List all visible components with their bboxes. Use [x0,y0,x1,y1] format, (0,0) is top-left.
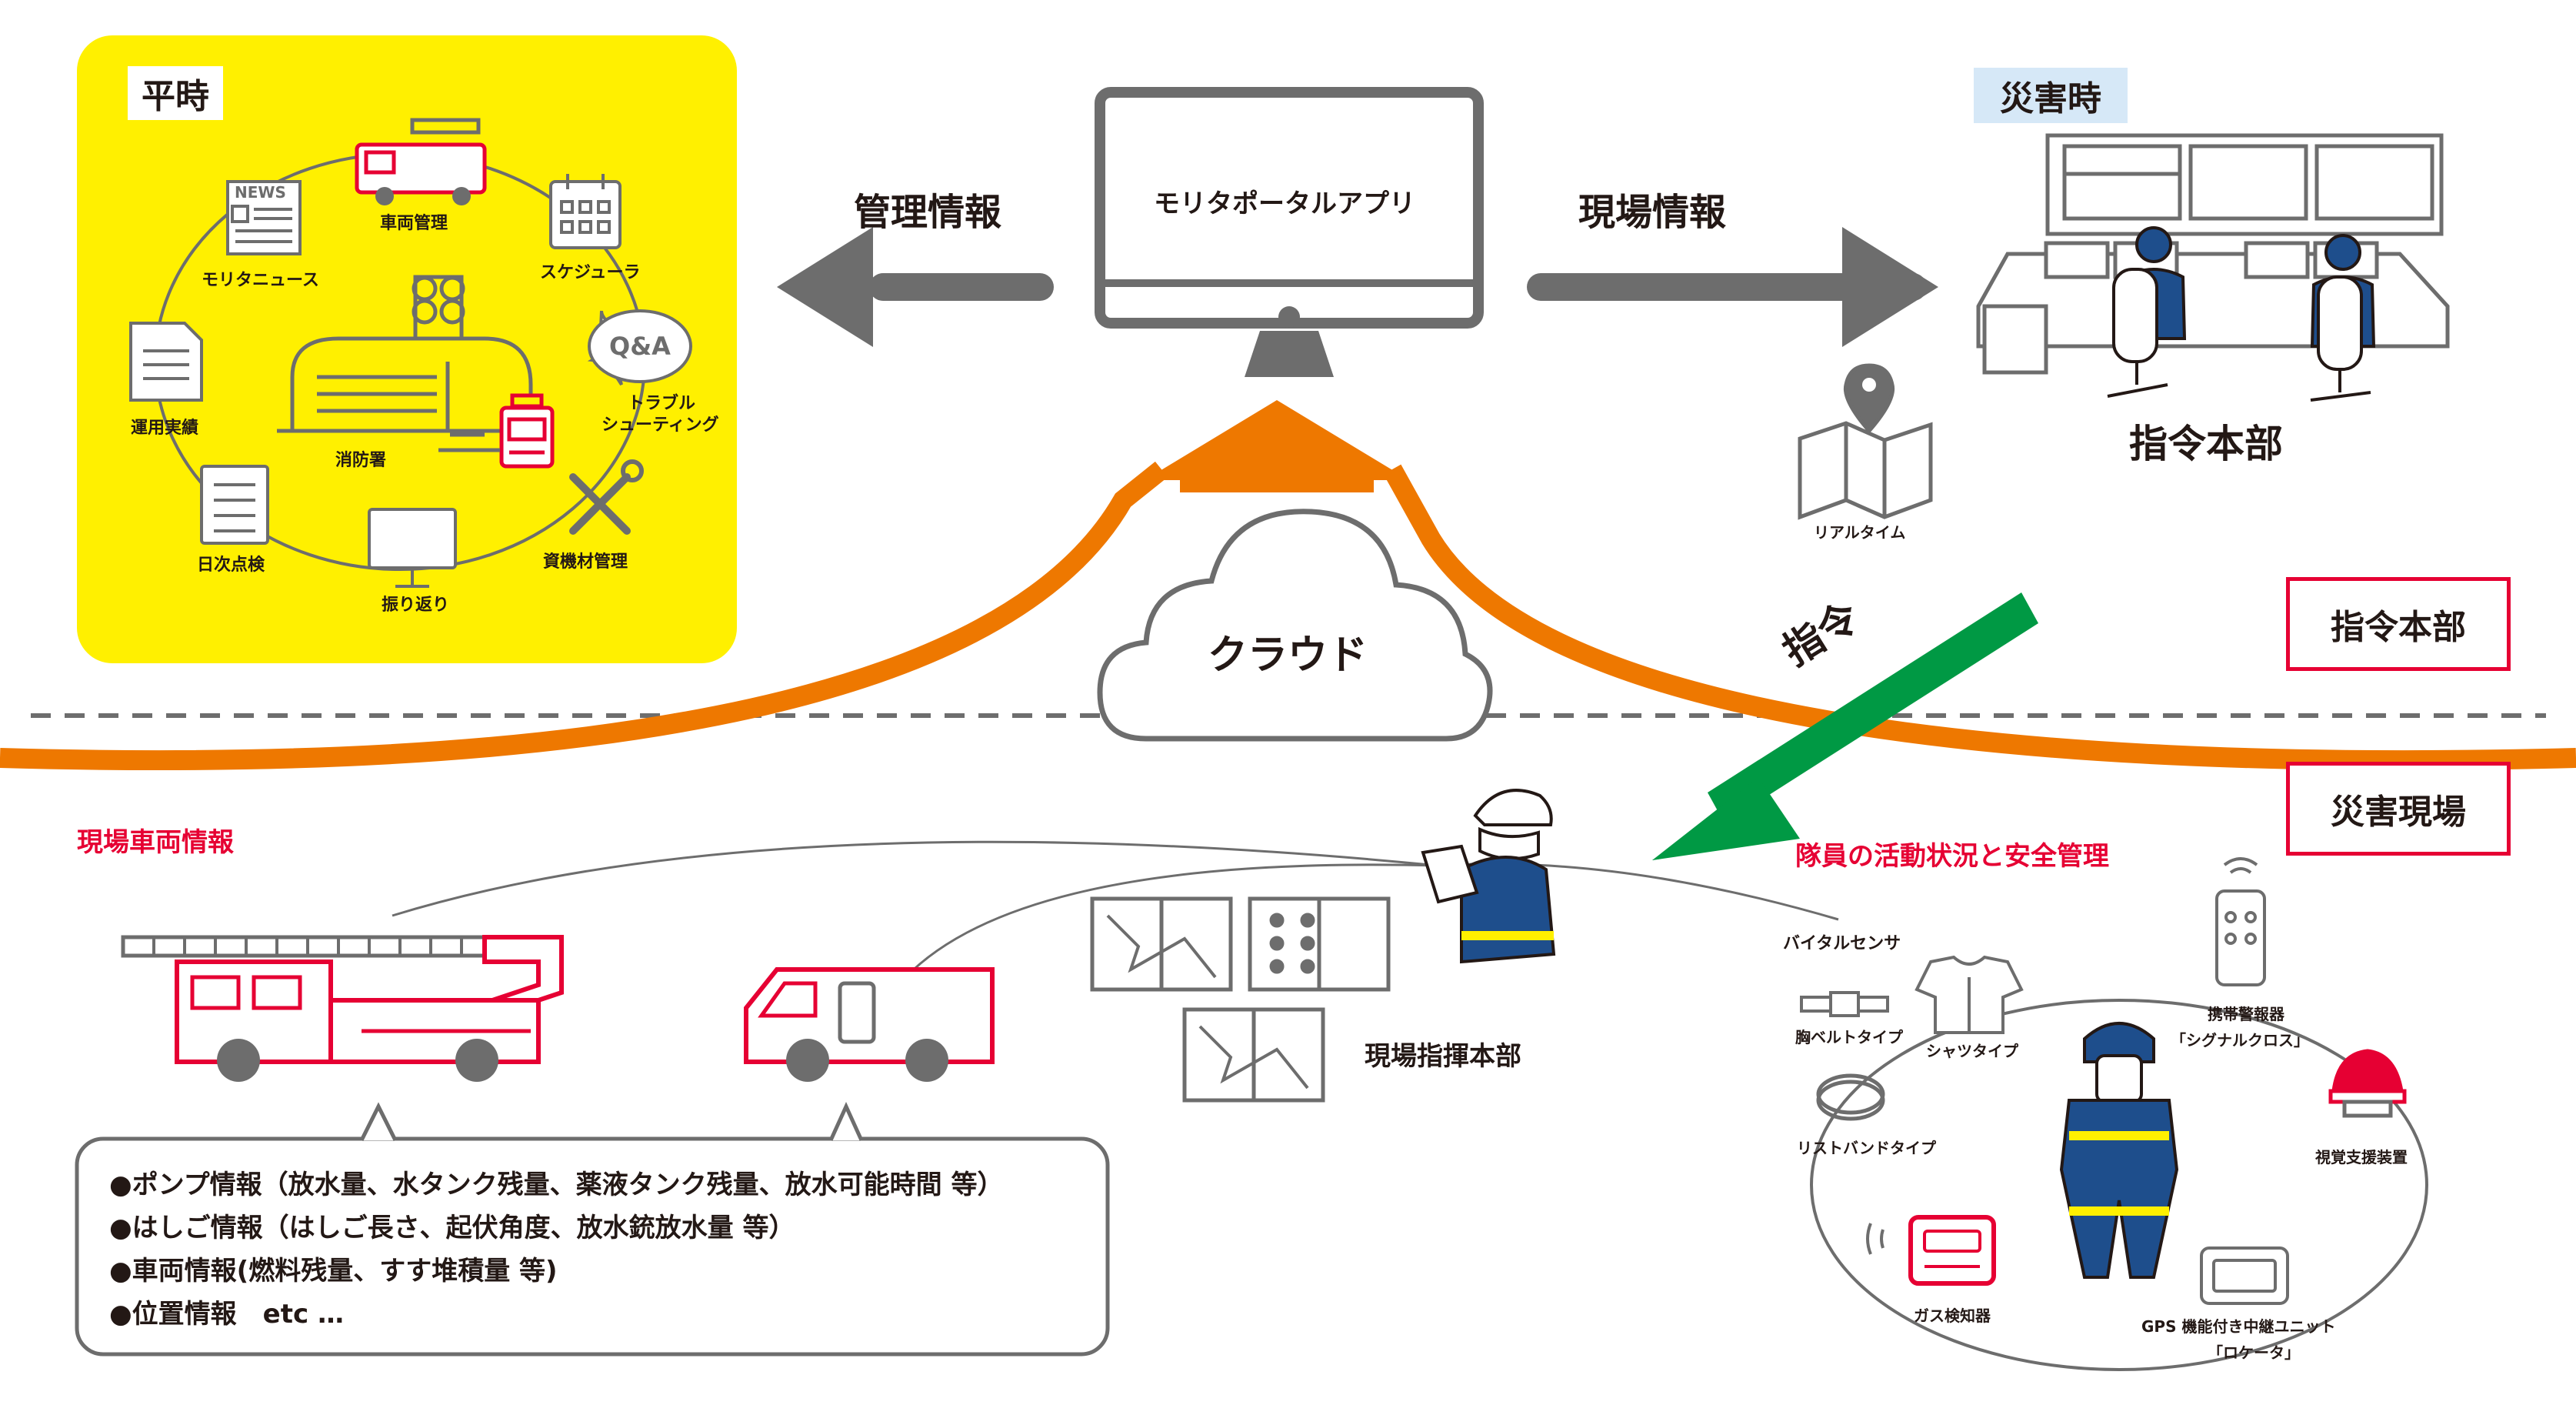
wristband-icon [1816,1073,1885,1121]
gas-detector-icon [1866,1215,1996,1286]
label-wristband: リストバンドタイプ [1797,1139,1936,1157]
normal-tag: 平時 [128,66,223,120]
news-doc-icon [226,180,302,255]
label-qa: Q&A [609,332,671,361]
label-gas: ガス検知器 [1914,1307,1991,1325]
label-shirt: シャツタイプ [1926,1042,2018,1060]
portal-monitor [1095,87,1484,377]
portal-app-name: モリタポータルアプリ [1154,189,1415,219]
label-fire-station: 消防署 [335,451,387,470]
shirt-icon [1915,955,2024,1034]
label-news-icon-text: NEWS [235,183,286,202]
orange-band-right [1383,464,2576,771]
member-title: 隊員の活動状況と安全管理 [1795,841,2109,872]
zone-hq-box: 指令本部 [2286,577,2511,671]
info-list: ●ポンプ情報（放水量、水タンク残量、薬液タンク残量、放水可能時間 等） ●はしご… [109,1163,1003,1336]
portable-alarm-icon [2215,857,2266,986]
label-daily-check: 日次点検 [197,556,265,575]
label-site-info: 現場情報 [1578,191,1727,234]
operator-right [2310,234,2376,402]
label-vital-sensor: バイタルセンサ [1783,934,1901,953]
label-realtime: リアルタイム [1814,523,1906,542]
label-management-info: 管理情報 [854,191,1002,234]
label-vehicle: 車両管理 [380,214,448,233]
label-review: 振り返り [382,596,450,615]
info-item-ladder: ●はしご情報（はしご長さ、起伏角度、放水銃放水量 等） [109,1213,795,1243]
label-troubleshoot-1: トラブル [628,394,696,413]
vehicle-info-title: 現場車両情報 [77,827,234,858]
ladder-truck-icon [121,935,564,1082]
review-monitor-icon [368,508,457,588]
fire-station-truck-icon [438,393,555,469]
label-news: モリタニュース [202,271,319,290]
member-safety-ring [1810,999,2428,1371]
realtime-map-icon [1798,363,1933,520]
scheduler-calendar-icon [549,174,622,249]
daily-check-icon [200,465,269,545]
normal-tag-text: 平時 [142,77,209,116]
label-scheduler: スケジューラ [540,263,641,282]
commander-firefighter-icon [1421,789,1556,964]
label-alarm-2: 「シグナルクロス」 [2171,1031,2309,1050]
management-info-arrow [777,227,1054,347]
label-troubleshoot-2: シューティング [602,415,719,435]
cloud-shape [1097,509,1493,742]
zone-site-box: 災害現場 [2286,762,2511,856]
control-room-icon [1976,133,2450,375]
zone-hq-text: 指令本部 [2331,608,2466,647]
operator-left [2107,226,2187,398]
label-visual: 視覚支援装置 [2315,1148,2408,1166]
label-cloud: クラウド [1208,632,1368,679]
label-gps-1: GPS 機能付き中継ユニット [2141,1317,2336,1336]
label-hq: 指令本部 [2129,422,2283,466]
vehicle-mgmt-icon [355,118,487,205]
visual-support-helmet-icon [2328,1049,2407,1118]
disaster-tag-text: 災害時 [2000,79,2101,118]
qa-bubble-icon [587,309,692,386]
label-field-command: 現場指揮本部 [1365,1041,1521,1072]
orange-up-arrow [1145,400,1409,492]
relay-unit-icon [2200,1246,2289,1305]
label-equipment: 資機材管理 [543,552,628,572]
label-chest-belt: 胸ベルトタイプ [1795,1028,1903,1046]
zone-site-text: 災害現場 [2331,793,2466,832]
disaster-tag: 災害時 [1974,68,2128,123]
info-item-pump: ●ポンプ情報（放水量、水タンク残量、薬液タンク残量、放水可能時間 等） [109,1170,1004,1200]
label-alarm-1: 携帯警報器 [2208,1005,2284,1023]
info-item-vehicle: ●車両情報(燃料残量、すす堆積量 等) [109,1256,558,1287]
member-suit-icon [2059,1022,2179,1279]
pump-truck-icon [744,967,995,1082]
equipment-tools-icon [569,459,644,535]
site-info-arrow [1527,227,1938,347]
info-item-position: ●位置情報 etc … [109,1299,344,1330]
operations-doc-icon [129,322,203,402]
field-command-maps [1090,896,1391,1103]
fire-station-icon [277,275,546,433]
label-operations: 運用実績 [131,419,199,438]
chest-belt-icon [1800,991,1889,1017]
info-bubble [75,1101,1110,1357]
label-gps-2: 「ロケータ」 [2208,1343,2300,1362]
orange-band-left [0,461,1168,771]
command-arrow [1652,592,2038,860]
